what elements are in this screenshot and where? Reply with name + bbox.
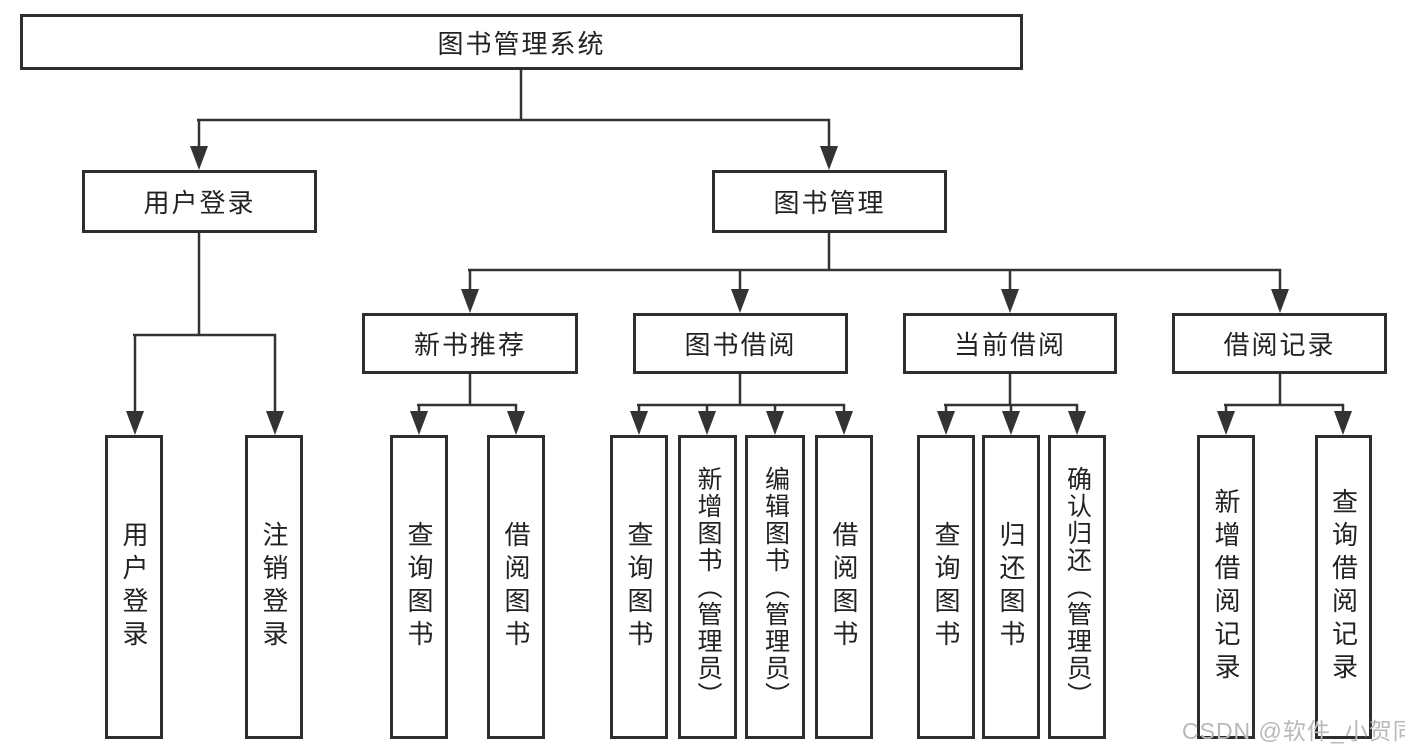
leaf-user-login-label: 用户登录: [119, 521, 149, 653]
leaf-edit-book-admin: 编辑图书（管理员）: [745, 435, 805, 739]
node-user-login-group-label: 用户登录: [143, 188, 256, 218]
leaf-current-query-book-label: 查询图书: [931, 521, 961, 653]
leaf-return-book: 归还图书: [982, 435, 1040, 739]
leaf-query-borrow-record-label: 查询借阅记录: [1328, 488, 1359, 686]
node-new-book-recommend: 新书推荐: [362, 313, 578, 374]
leaf-borrow-book-label: 借阅图书: [829, 521, 859, 653]
node-book-management: 图书管理: [712, 170, 947, 233]
leaf-recommend-query-book: 查询图书: [390, 435, 448, 739]
node-new-book-recommend-label: 新书推荐: [413, 330, 526, 360]
leaf-logout-label: 注销登录: [259, 521, 289, 653]
leaf-recommend-query-book-label: 查询图书: [404, 521, 434, 653]
node-borrow-records: 借阅记录: [1172, 313, 1387, 374]
leaf-add-borrow-record: 新增借阅记录: [1197, 435, 1255, 739]
node-user-login-group: 用户登录: [82, 170, 317, 233]
node-current-borrow: 当前借阅: [903, 313, 1117, 374]
leaf-query-borrow-record: 查询借阅记录: [1315, 435, 1372, 739]
csdn-watermark: CSDN @软件_小贺同学: [1182, 718, 1405, 744]
leaf-confirm-return-admin: 确认归还（管理员）: [1048, 435, 1106, 739]
leaf-add-borrow-record-label: 新增借阅记录: [1211, 488, 1241, 686]
leaf-borrow-book: 借阅图书: [815, 435, 873, 739]
leaf-user-login: 用户登录: [105, 435, 163, 739]
node-borrow-records-label: 借阅记录: [1223, 330, 1336, 360]
node-library-system-label: 图书管理系统: [437, 28, 606, 59]
leaf-return-book-label: 归还图书: [996, 521, 1026, 653]
leaf-recommend-borrow-book: 借阅图书: [487, 435, 545, 739]
leaf-add-book-admin-label: 新增图书（管理员）: [694, 465, 722, 709]
leaf-logout: 注销登录: [245, 435, 303, 739]
leaf-confirm-return-admin-label: 确认归还（管理员）: [1063, 465, 1092, 709]
node-book-borrow: 图书借阅: [633, 313, 848, 374]
node-book-borrow-label: 图书借阅: [684, 330, 797, 360]
leaf-borrow-query-book: 查询图书: [610, 435, 668, 739]
leaf-current-query-book: 查询图书: [917, 435, 975, 739]
leaf-recommend-borrow-book-label: 借阅图书: [501, 521, 531, 653]
node-book-management-label: 图书管理: [773, 188, 886, 218]
node-library-system: 图书管理系统: [20, 14, 1023, 70]
leaf-borrow-query-book-label: 查询图书: [624, 521, 654, 653]
leaf-edit-book-admin-label: 编辑图书（管理员）: [761, 465, 790, 709]
node-current-borrow-label: 当前借阅: [953, 330, 1066, 360]
leaf-add-book-admin: 新增图书（管理员）: [678, 435, 737, 739]
